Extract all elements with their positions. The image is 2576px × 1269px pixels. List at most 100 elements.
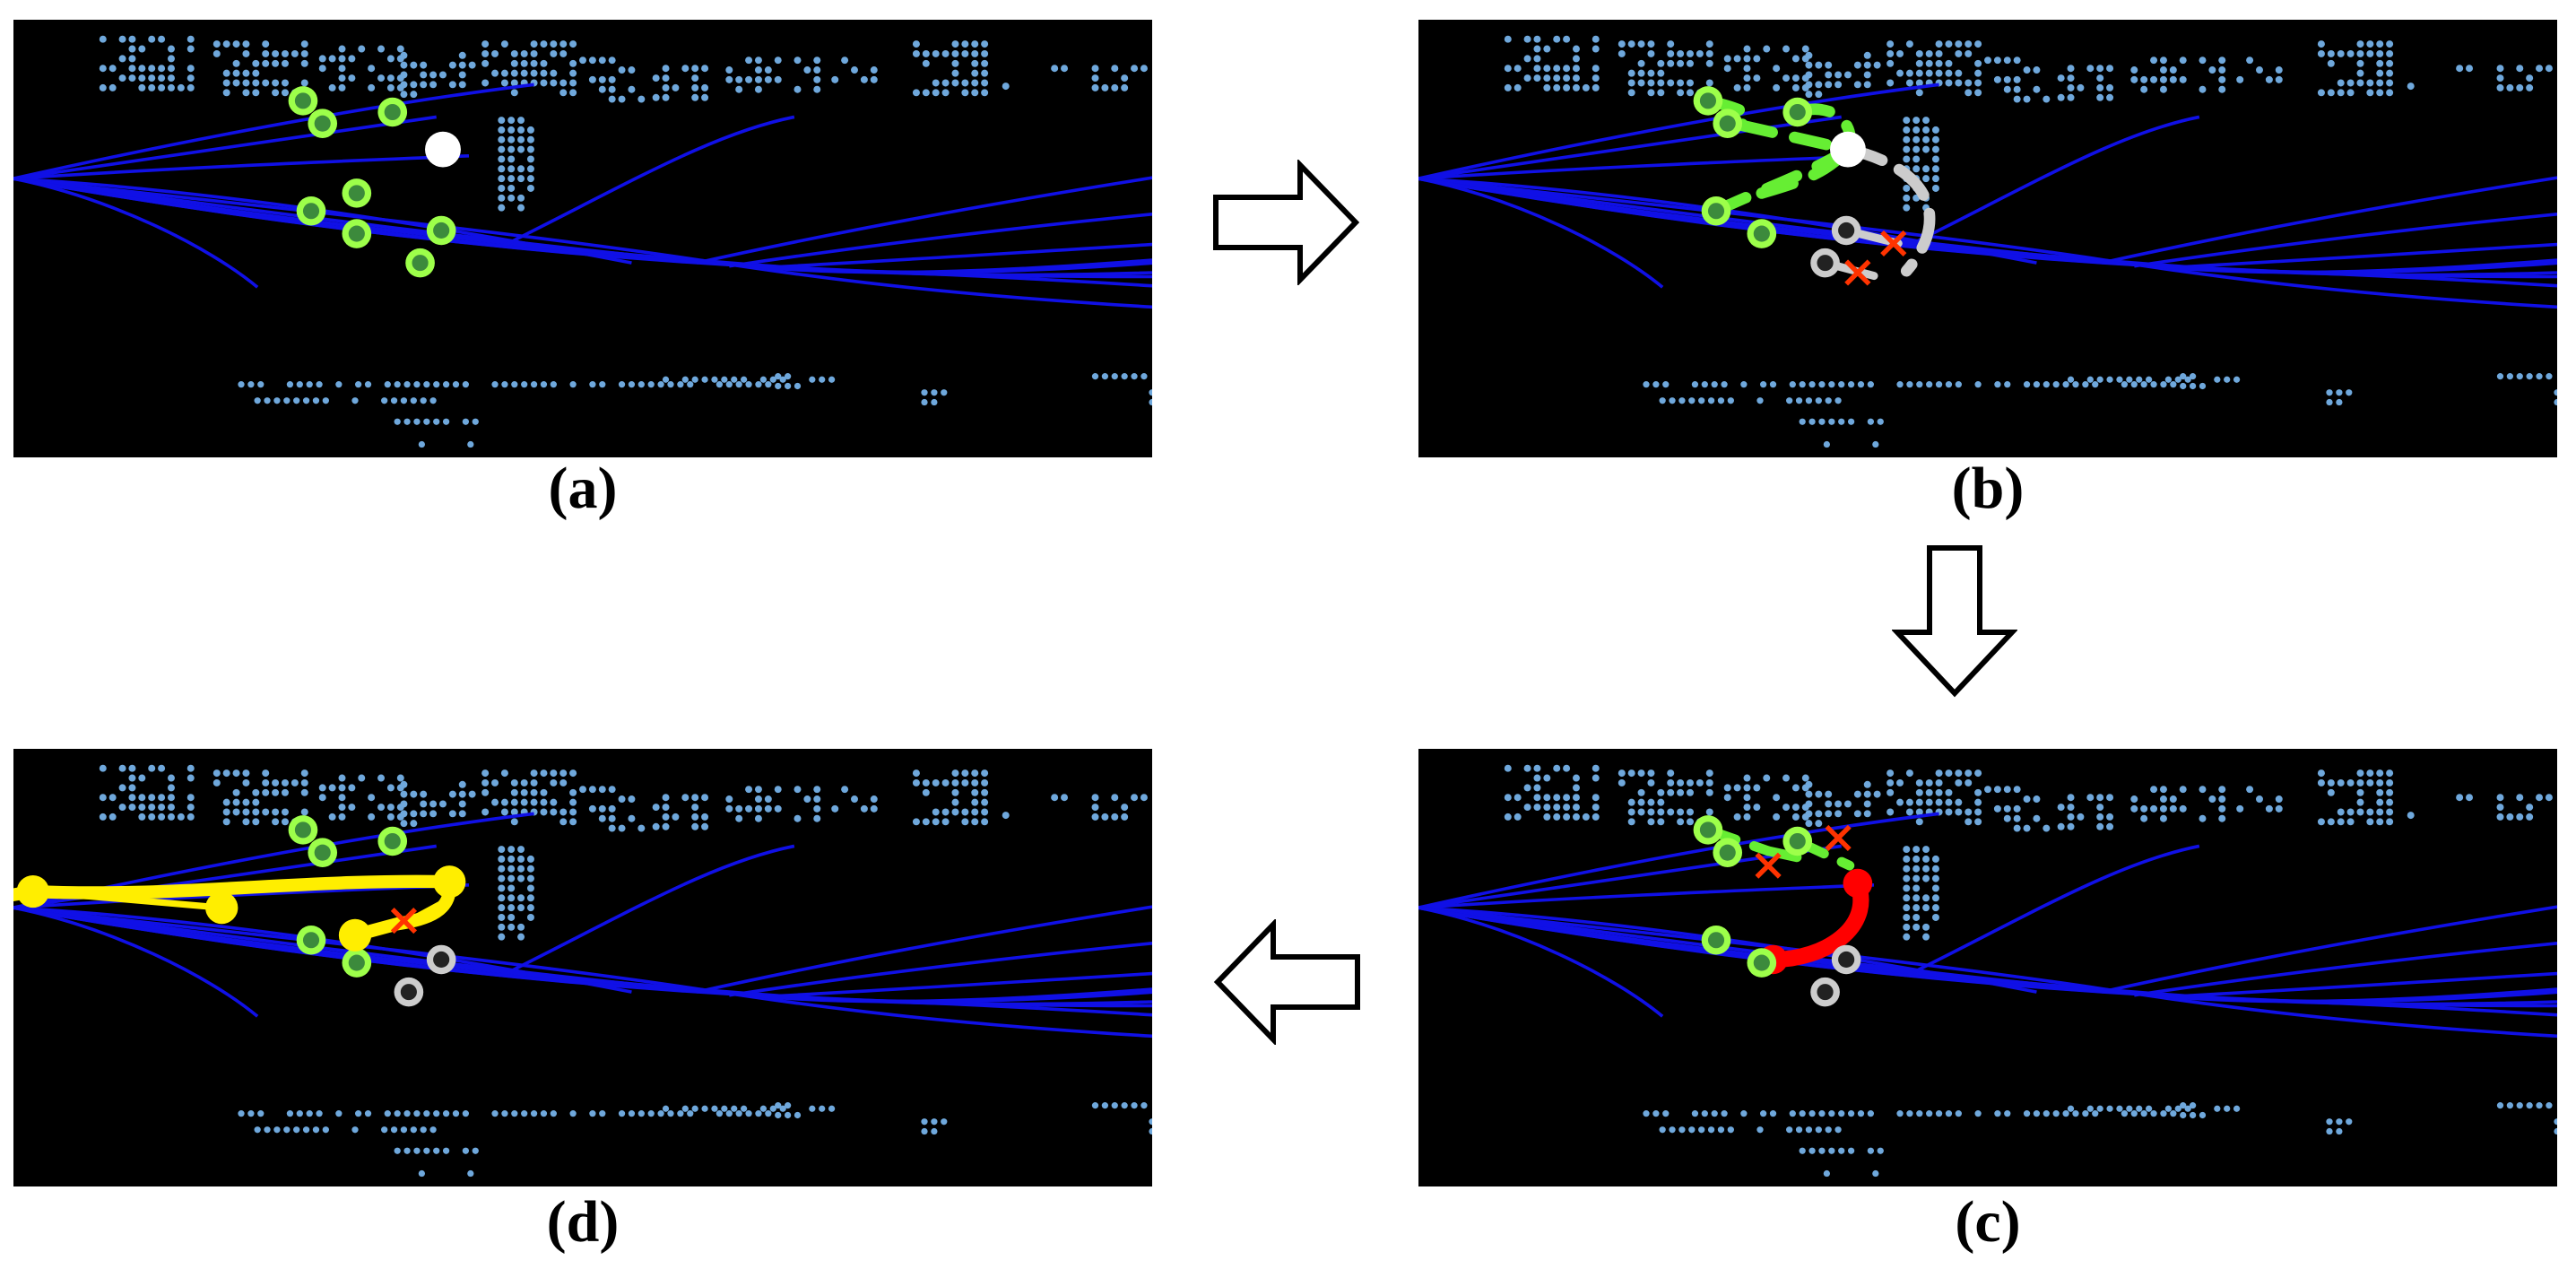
obstacle-dot (433, 1147, 440, 1154)
obstacle-dot (1872, 1169, 1879, 1178)
obstacle-dot (1705, 788, 1713, 796)
obstacle-dot (2336, 398, 2343, 406)
obstacle-dot (1592, 35, 1600, 43)
obstacle-dot (559, 808, 568, 816)
obstacle-dot (526, 913, 534, 921)
lane-line (1418, 115, 1842, 180)
obstacle-dot (961, 79, 969, 87)
obstacle-dot (1955, 79, 1963, 87)
obstacle-dot (2327, 59, 2335, 67)
obstacle-dot (273, 397, 281, 404)
obstacle-dot (452, 381, 460, 388)
obstacle-dot (794, 814, 802, 822)
obstacle-dot (981, 808, 989, 816)
obstacle-dot (1815, 397, 1822, 404)
obstacle-dot (2086, 376, 2094, 383)
obstacle-dot (1915, 788, 1923, 796)
obstacle-dot (1121, 804, 1129, 812)
obstacle-dot (418, 440, 426, 448)
obstacle-dot (1834, 71, 1843, 79)
obstacle-dot (550, 49, 558, 57)
obstacle-dot (1945, 798, 1953, 806)
obstacle-dot (222, 69, 230, 77)
obstacle-dot (300, 79, 308, 87)
obstacle-dot (232, 788, 240, 796)
obstacle-dot (2164, 1105, 2173, 1112)
obstacle-dot (1974, 89, 1982, 97)
obstacle-dot (138, 45, 146, 53)
obstacle-dot (1782, 774, 1791, 782)
obstacle-dot (588, 804, 596, 813)
obstacle-dot (364, 1110, 372, 1117)
obstacle-dot (355, 381, 362, 388)
obstacle-dot (2224, 376, 2231, 383)
obstacle-dot (828, 376, 836, 383)
obstacle-dot (1723, 784, 1731, 792)
obstacle-dot (517, 145, 525, 153)
obstacle-dot (2106, 1105, 2113, 1112)
obstacle-dot (1838, 1147, 1845, 1154)
obstacle-dot (400, 51, 408, 59)
obstacle-dot (1637, 788, 1645, 796)
obstacle-dot (652, 804, 660, 812)
obstacle-dot (637, 824, 646, 832)
obstacle-dot (1922, 846, 1930, 854)
obstacle-dot (2179, 75, 2187, 83)
obstacle-dot (2346, 79, 2355, 87)
obstacle-dot (981, 798, 989, 806)
obstacle-dot (1553, 794, 1561, 802)
candidate-edge (1763, 846, 1811, 865)
obstacle-dot (281, 778, 289, 787)
obstacle-dot (242, 69, 250, 77)
obstacle-dot (510, 818, 518, 826)
obstacle-dot (2366, 769, 2374, 778)
obstacle-dot (2159, 66, 2167, 74)
obstacle-dot (1863, 71, 1871, 79)
obstacle-dot (1677, 788, 1685, 796)
obstacle-dot (1922, 165, 1930, 173)
obstacle-dot (2376, 69, 2384, 77)
obstacle-dot (1886, 769, 1895, 778)
obstacle-dot (2554, 398, 2557, 406)
obstacle-dot (530, 381, 538, 388)
obstacle-dot (1877, 418, 1884, 425)
obstacle-dot (1805, 81, 1813, 89)
obstacle-dot (941, 79, 950, 87)
obstacle-dot (2265, 804, 2273, 813)
obstacle-dot (384, 381, 391, 388)
obstacle-dot (1863, 61, 1871, 69)
obstacle-dot (1627, 798, 1635, 806)
obstacle-dot (921, 389, 928, 396)
obstacle-dot (550, 769, 558, 778)
obstacle-dot (2386, 40, 2394, 48)
obstacle-dot (2336, 1127, 2343, 1135)
obstacle-dot (569, 89, 577, 97)
obstacle-dot (735, 75, 743, 83)
obstacle-dot (1543, 83, 1551, 91)
obstacle-dot (1886, 808, 1895, 816)
obstacle-dot (540, 769, 548, 778)
obstacle-dot (286, 381, 294, 388)
obstacle-dot (2096, 804, 2104, 812)
obstacle-dot (550, 79, 558, 87)
obstacle-dot (691, 65, 699, 73)
obstacle-dot (242, 798, 250, 806)
obstacle-dot (1091, 813, 1099, 821)
obstacle-dot (1091, 74, 1099, 83)
obstacle-dot (2386, 818, 2394, 826)
obstacle-dot (1903, 126, 1911, 134)
obstacle-dot (238, 381, 245, 388)
obstacle-dot (2013, 56, 2021, 65)
obstacle-dot (691, 822, 699, 830)
obstacle-dot (1825, 61, 1833, 69)
obstacle-dot (2086, 65, 2095, 73)
obstacle-dot (2116, 1105, 2123, 1112)
obstacle-dot (458, 780, 466, 788)
obstacle-dot (2043, 95, 2051, 103)
obstacle-dot (691, 813, 699, 821)
obstacle-dot (2077, 83, 2085, 91)
obstacle-dot (2496, 74, 2504, 83)
obstacle-dot (1931, 126, 1939, 134)
obstacle-dot (1906, 381, 1913, 388)
obstacle-dot (691, 794, 699, 802)
